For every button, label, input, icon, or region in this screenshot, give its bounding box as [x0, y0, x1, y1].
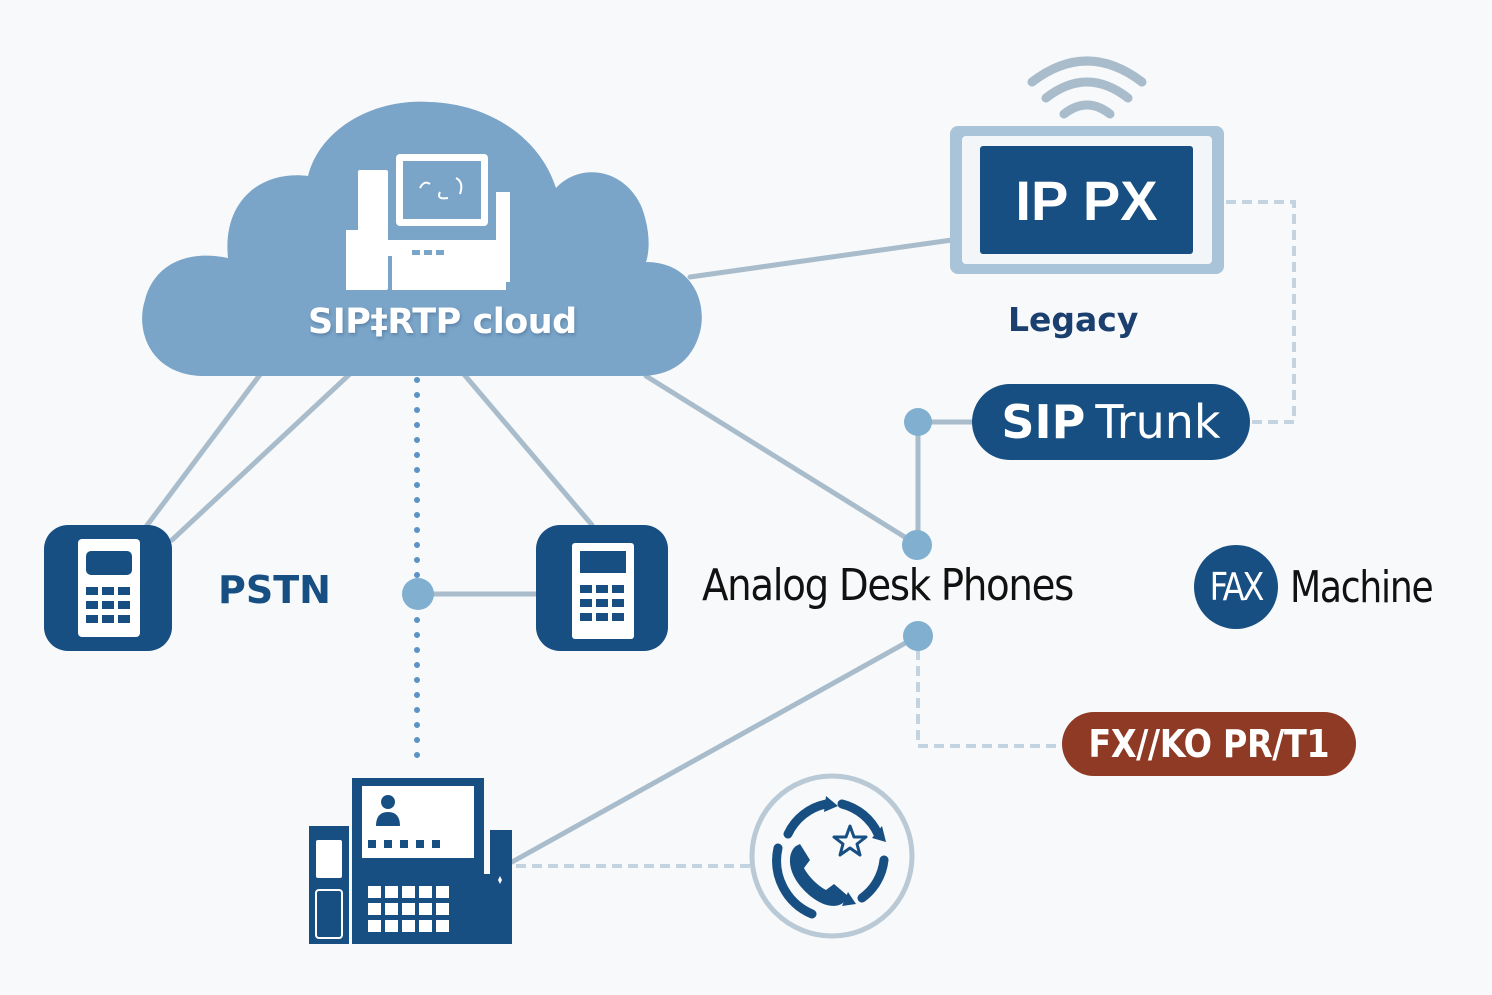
connectors	[142, 237, 977, 865]
fax-badge-text: FAX	[1209, 565, 1265, 609]
sip-trunk-light: Trunk	[1095, 395, 1221, 449]
junction-node	[904, 408, 932, 436]
mobile-phone-icon	[78, 539, 140, 637]
pstn-phone-tile[interactable]	[44, 525, 172, 651]
ip-pbx-panel: IP PX	[980, 146, 1193, 254]
analog-phone-tile[interactable]	[536, 525, 668, 651]
mobile-phone-icon	[572, 543, 634, 639]
link-cloud-analog-desk	[643, 373, 919, 547]
fax-machine-label: Machine	[1290, 562, 1434, 613]
junction-nodes	[402, 408, 933, 651]
link-analog-fxo	[916, 650, 1062, 748]
ip-pbx-node[interactable]: IP PX	[950, 126, 1224, 274]
junction-node	[902, 530, 932, 560]
call-forward-star-icon[interactable]	[749, 773, 915, 939]
cloud-shape	[142, 101, 702, 376]
fxo-pri-t1-pill[interactable]: FX//KO PR/T1	[1062, 712, 1356, 776]
sip-rtp-cloud[interactable]	[142, 101, 702, 376]
sip-trunk-pill[interactable]: SIP Trunk	[972, 384, 1250, 460]
pstn-label: PSTN	[218, 568, 331, 612]
cloud-label: SIP‡RTP cloud	[308, 302, 577, 342]
link-cloud-pstn-a	[142, 369, 265, 531]
sip-trunk-bold: SIP	[1001, 395, 1086, 449]
wifi-icon	[1027, 56, 1147, 119]
junction-node	[903, 621, 933, 651]
link-cloud-pstn-b	[169, 369, 355, 543]
link-analog-ipdesk	[509, 633, 921, 865]
fax-badge[interactable]: FAX	[1194, 545, 1278, 629]
ip-desk-phone-icon[interactable]	[309, 778, 512, 944]
analog-desk-phones-label: Analog Desk Phones	[702, 560, 1074, 611]
ip-pbx-label: IP PX	[1015, 168, 1158, 232]
legacy-label: Legacy	[1008, 300, 1139, 339]
fxo-pri-t1-label: FX//KO PR/T1	[1088, 722, 1330, 766]
ip-pbx-frame: IP PX	[962, 136, 1212, 264]
link-cloud-analog-phone	[459, 369, 595, 528]
link-cloud-ippbx	[687, 237, 955, 280]
server-terminal-icon	[346, 154, 510, 290]
link-ippbx-sip-trunk	[1226, 200, 1296, 424]
dashed-connectors	[516, 200, 1296, 868]
junction-node	[402, 578, 434, 610]
